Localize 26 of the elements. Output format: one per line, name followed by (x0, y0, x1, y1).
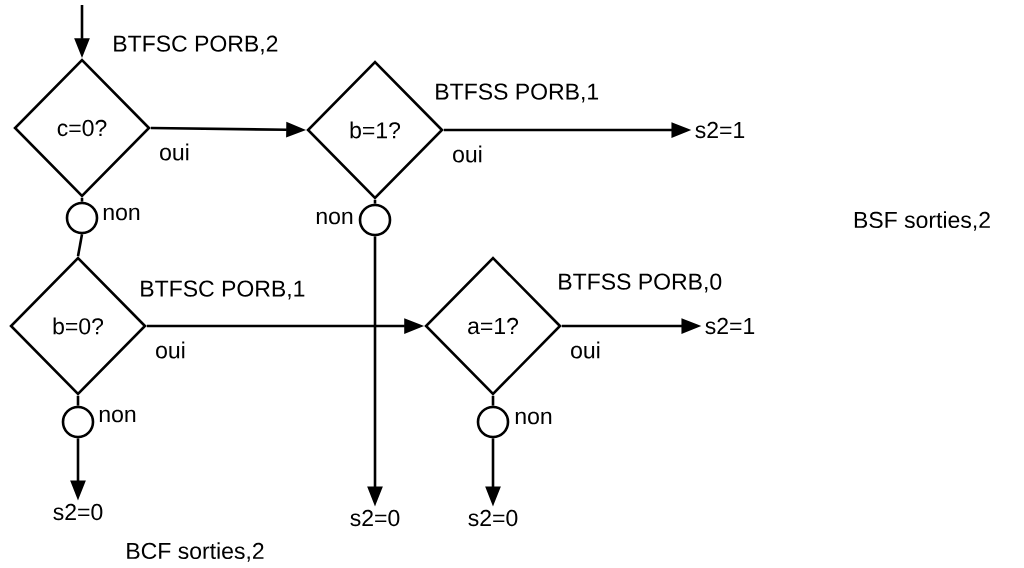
connector-line (76, 234, 84, 257)
connector-line (373, 199, 377, 204)
output-text: s2=0 (53, 503, 103, 521)
branch-label: non (103, 207, 140, 221)
edge-label: oui (571, 341, 600, 359)
note-text: BSF sorties,2 (854, 211, 990, 231)
output-text: s2=0 (468, 509, 518, 527)
connector-circle (65, 201, 99, 235)
connector-line (80, 197, 84, 202)
instruction-label: BTFSC PORB,2 (114, 35, 278, 55)
connector-circle (358, 203, 392, 237)
edge-label: oui (453, 145, 482, 163)
instruction-label: BTFSS PORB,0 (559, 273, 722, 293)
edge-label: oui (160, 143, 189, 161)
branch-label: non (515, 411, 552, 425)
connector-circle (476, 405, 510, 439)
edge-label: oui (156, 341, 185, 359)
connector-circle (61, 405, 95, 439)
connector-line (76, 395, 80, 406)
branch-label: non (316, 211, 353, 225)
branch-label: non (99, 409, 136, 423)
output-text: s2=0 (350, 509, 400, 527)
connector-line (491, 395, 495, 406)
output-text: s2=1 (705, 317, 755, 335)
output-text: s2=1 (695, 121, 745, 139)
note-text: BCF sorties,2 (127, 542, 264, 562)
